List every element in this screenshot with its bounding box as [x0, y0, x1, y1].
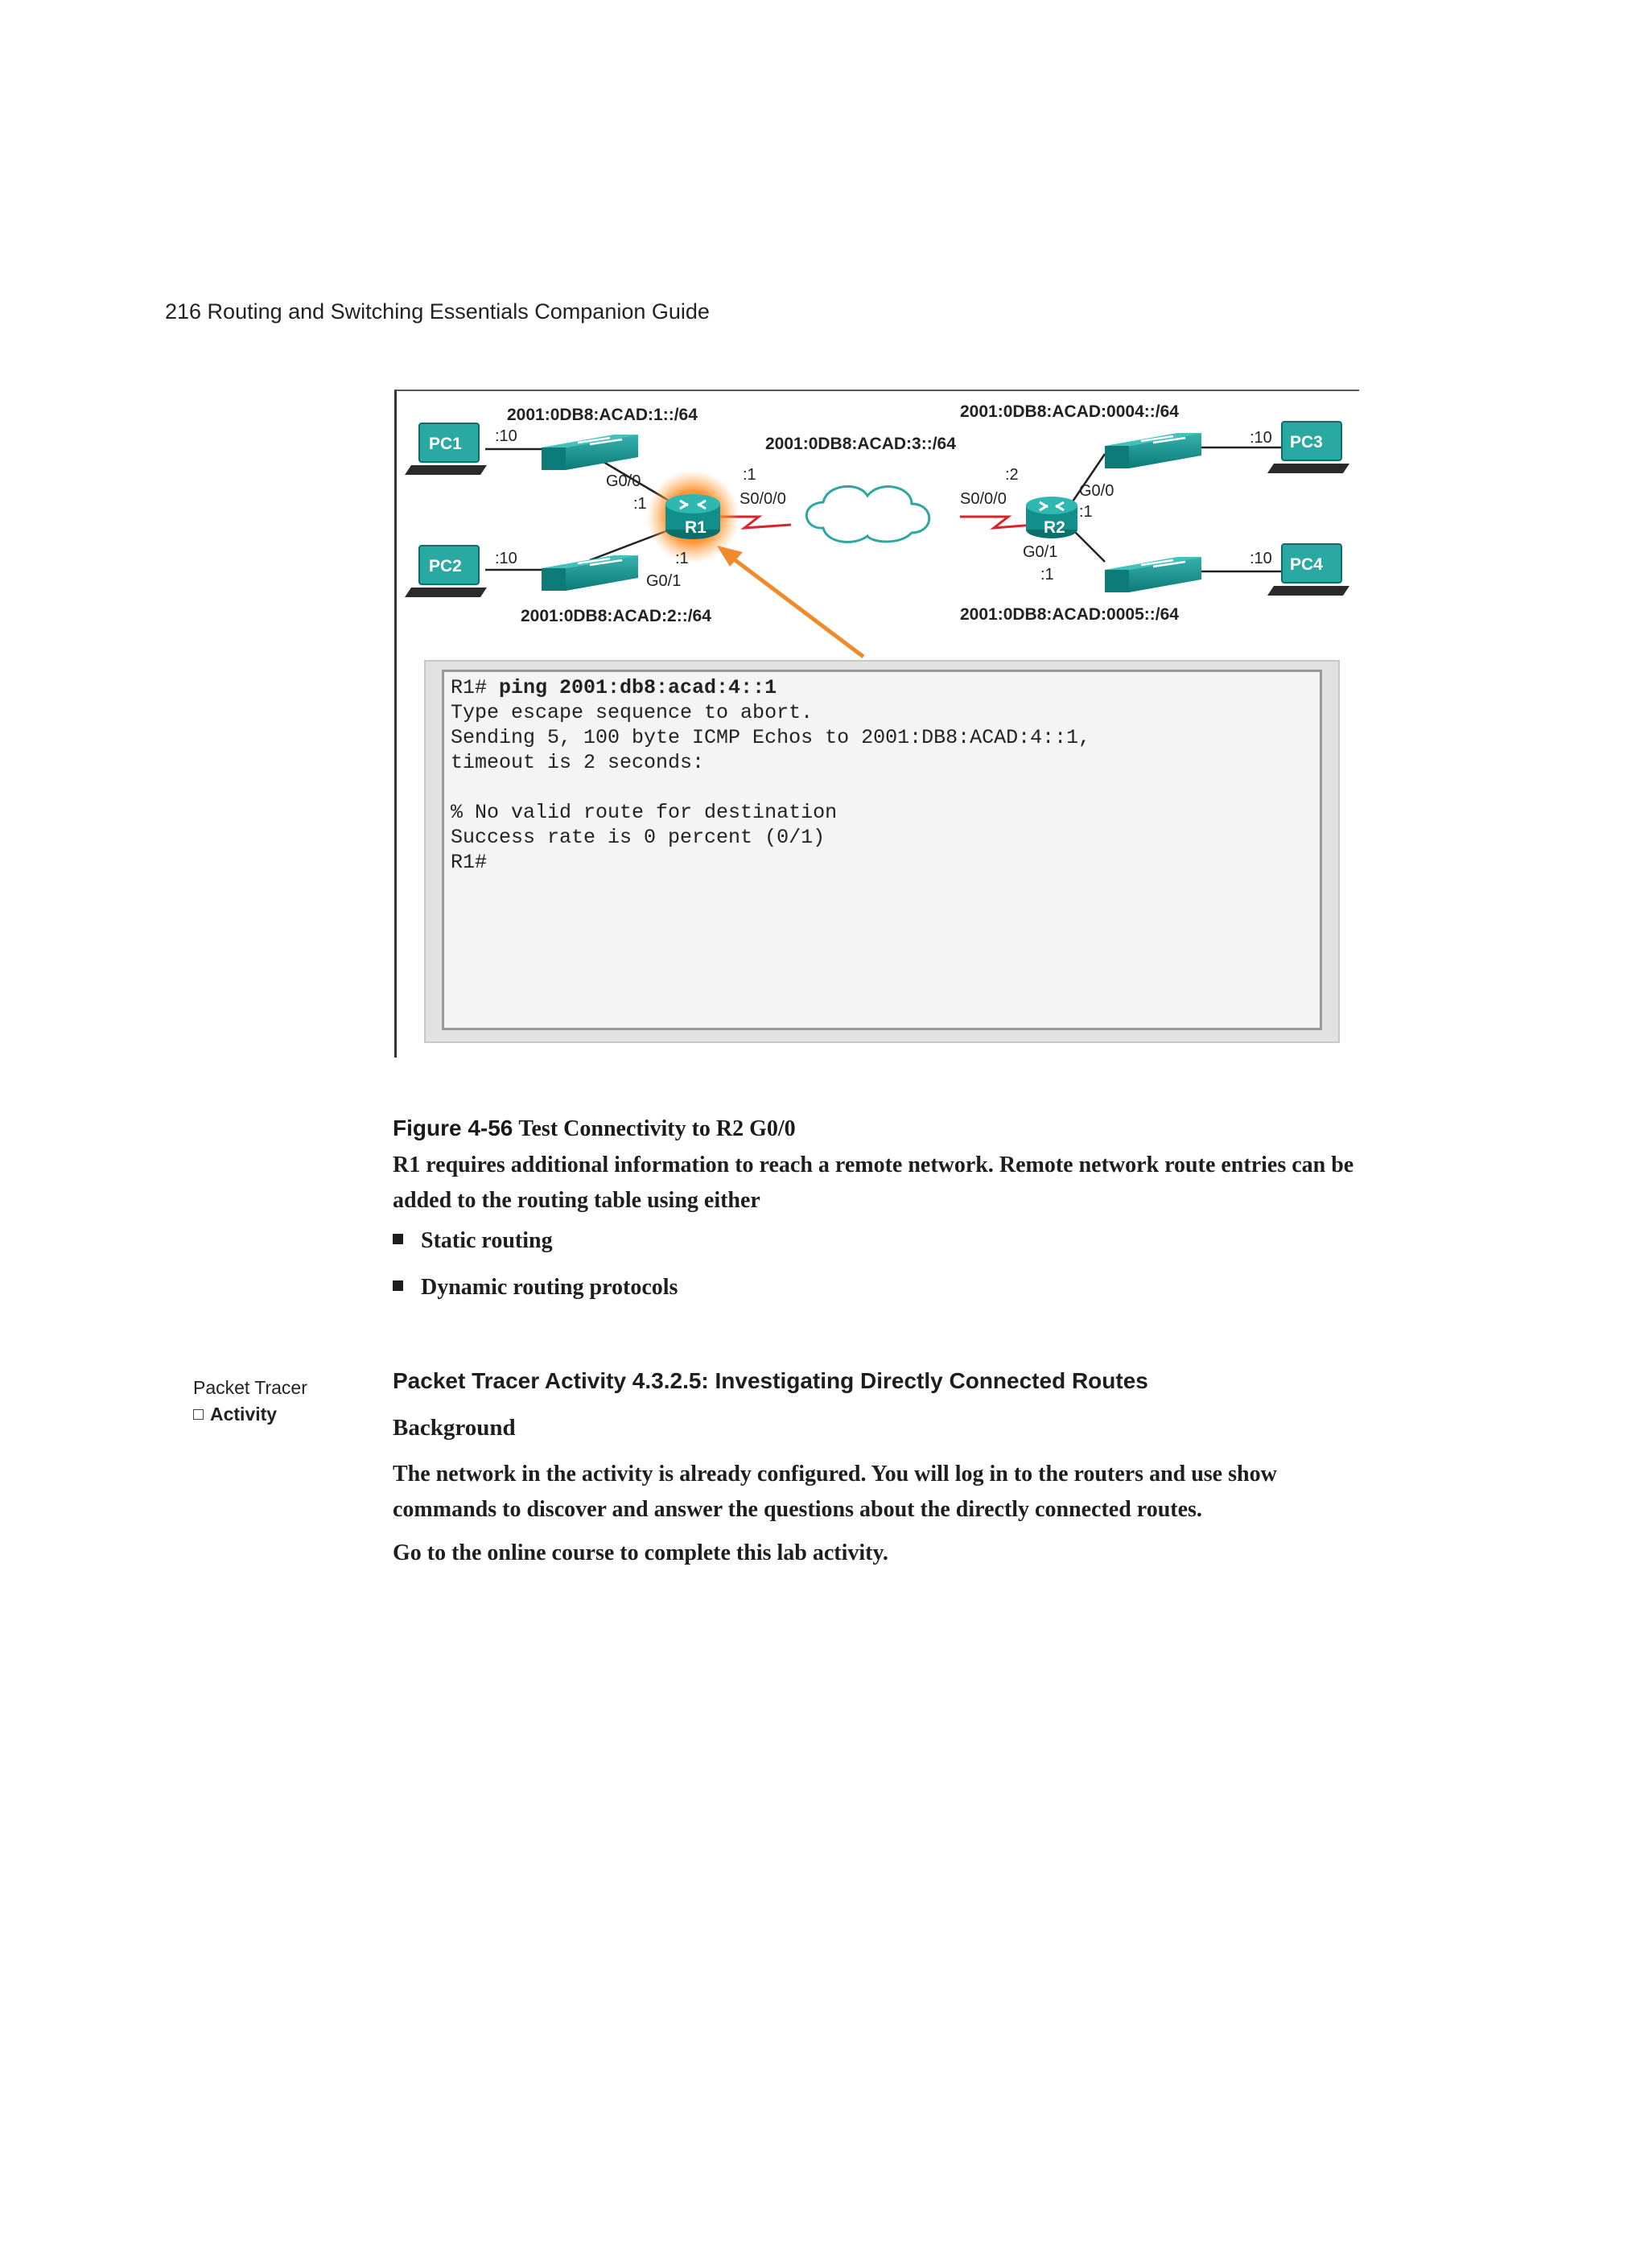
console-command: ping 2001:db8:acad:4::1 [499, 676, 777, 699]
r2-label: R2 [1044, 518, 1065, 537]
intro-paragraph: R1 requires additional information to re… [393, 1153, 1354, 1213]
r2-g01-host-label: :1 [1040, 566, 1054, 583]
pc3-icon [1267, 421, 1349, 473]
net-r2-lan1-label: 2001:0DB8:ACAD:0004::/64 [960, 402, 1179, 421]
net-wan-label: 2001:0DB8:ACAD:3::/64 [765, 435, 956, 453]
r1-g00-label: G0/0 [606, 472, 641, 490]
pointer-arrow-icon [717, 546, 865, 658]
background-paragraph: The network in the activity is already c… [393, 1462, 1277, 1522]
bullet-text: Static routing [421, 1228, 553, 1253]
switch-icon [1105, 557, 1201, 592]
pc2-label: PC2 [429, 557, 462, 575]
console-line: Success rate is 0 percent (0/1) [451, 826, 826, 849]
console-command-line: R1# ping 2001:db8:acad:4::1 [451, 675, 1313, 700]
console-line: R1# [451, 851, 488, 874]
figure-number: Figure 4-56 [393, 1115, 513, 1140]
net-r1-lan2-label: 2001:0DB8:ACAD:2::/64 [521, 607, 711, 625]
serial-link-r2 [960, 515, 1035, 530]
r2-g01-label: G0/1 [1023, 543, 1057, 561]
margin-note: Packet Tracer Activity [193, 1375, 307, 1428]
figure-title: Test Connectivity to R2 G0/0 [518, 1116, 796, 1141]
pc4-label: PC4 [1290, 555, 1323, 574]
pc1-label: PC1 [429, 435, 462, 453]
pc3-host-label: :10 [1250, 429, 1272, 447]
console-line: % No valid route for destination [451, 801, 838, 824]
running-header: 216 Routing and Switching Essentials Com… [165, 299, 710, 324]
pc4-host-label: :10 [1250, 550, 1272, 567]
r1-label: R1 [685, 518, 707, 537]
console-prompt: R1# [451, 676, 500, 699]
wan-cloud-icon [805, 485, 931, 543]
r2-s000-host-label: :2 [1005, 466, 1019, 484]
net-r2-lan2-label: 2001:0DB8:ACAD:0005::/64 [960, 605, 1179, 624]
pc1-icon [405, 423, 487, 475]
r2-s000-label: S0/0/0 [960, 490, 1007, 508]
router-r2-icon [1026, 497, 1077, 538]
network-topology-diagram: R1 R2 [405, 402, 1349, 658]
r1-g01-host-label: :1 [675, 550, 689, 567]
console-line: timeout is 2 seconds: [451, 751, 705, 774]
figure-4-56: R1 R2 [394, 390, 1359, 1058]
switch-icon [542, 435, 638, 470]
router-r1-icon [665, 494, 720, 539]
bullet-square-icon [393, 1234, 403, 1244]
r1-g00-host-label: :1 [633, 495, 647, 513]
pc4-icon [1267, 543, 1349, 596]
figure-caption: Figure 4-56 Test Connectivity to R2 G0/0 [393, 1115, 796, 1142]
r1-s000-host-label: :1 [743, 466, 756, 484]
pc2-icon [405, 545, 487, 597]
background-heading: Background [393, 1415, 516, 1441]
pc1-host-label: :10 [495, 427, 517, 445]
margin-note-line1: Packet Tracer [193, 1377, 307, 1398]
r1-g01-label: G0/1 [646, 572, 681, 590]
console-line [451, 775, 1313, 800]
r2-g00-label: G0/0 [1079, 482, 1114, 500]
switch-icon [1105, 433, 1201, 468]
bullet-text: Dynamic routing protocols [421, 1275, 678, 1300]
console-line: Sending 5, 100 byte ICMP Echos to 2001:D… [451, 726, 1091, 749]
switch-icon [542, 555, 638, 591]
activity-heading: Packet Tracer Activity 4.3.2.5: Investig… [393, 1368, 1148, 1393]
instruction-paragraph: Go to the online course to complete this… [393, 1540, 888, 1565]
list-item: Dynamic routing protocols [393, 1275, 678, 1301]
list-item: Static routing [393, 1228, 553, 1254]
bullet-square-icon [393, 1280, 403, 1291]
r1-s000-label: S0/0/0 [740, 490, 786, 508]
checkbox-icon [193, 1409, 204, 1420]
margin-note-line2: Activity [210, 1404, 278, 1425]
pc3-label: PC3 [1290, 433, 1323, 452]
console-line: Type escape sequence to abort. [451, 701, 814, 724]
pc2-host-label: :10 [495, 550, 517, 567]
r2-g00-host-label: :1 [1079, 503, 1093, 521]
net-r1-lan1-label: 2001:0DB8:ACAD:1::/64 [507, 406, 698, 424]
